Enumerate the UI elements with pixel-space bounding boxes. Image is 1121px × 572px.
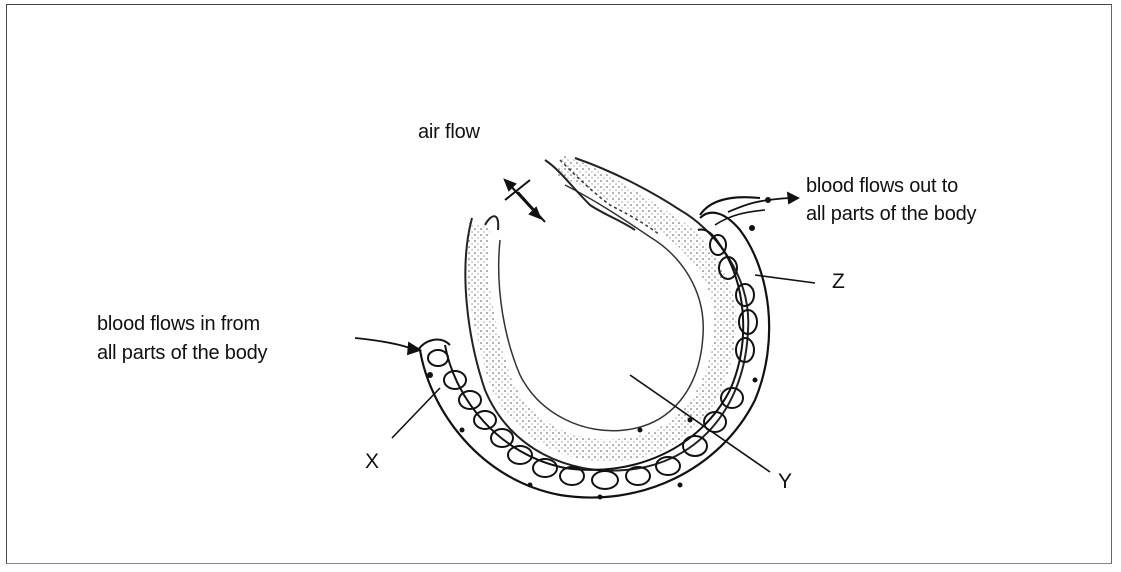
blood-in-label-line2: all parts of the body — [97, 339, 267, 367]
air-flow-arrows — [505, 180, 545, 222]
blood-in-label-line1: blood flows in from — [97, 310, 260, 338]
air-flow-label: air flow — [418, 118, 480, 146]
blood-in-arrow — [355, 338, 420, 354]
label-y: Y — [778, 470, 792, 494]
leader-line-x — [392, 388, 440, 438]
blood-out-label-line1: blood flows out to — [806, 172, 958, 200]
alveolus-wall — [477, 165, 726, 451]
label-z: Z — [832, 270, 845, 294]
capillary-end-right-2 — [715, 210, 765, 225]
label-x: X — [365, 450, 379, 474]
blood-out-arrow — [728, 193, 798, 212]
blood-out-label-line2: all parts of the body — [806, 200, 976, 228]
